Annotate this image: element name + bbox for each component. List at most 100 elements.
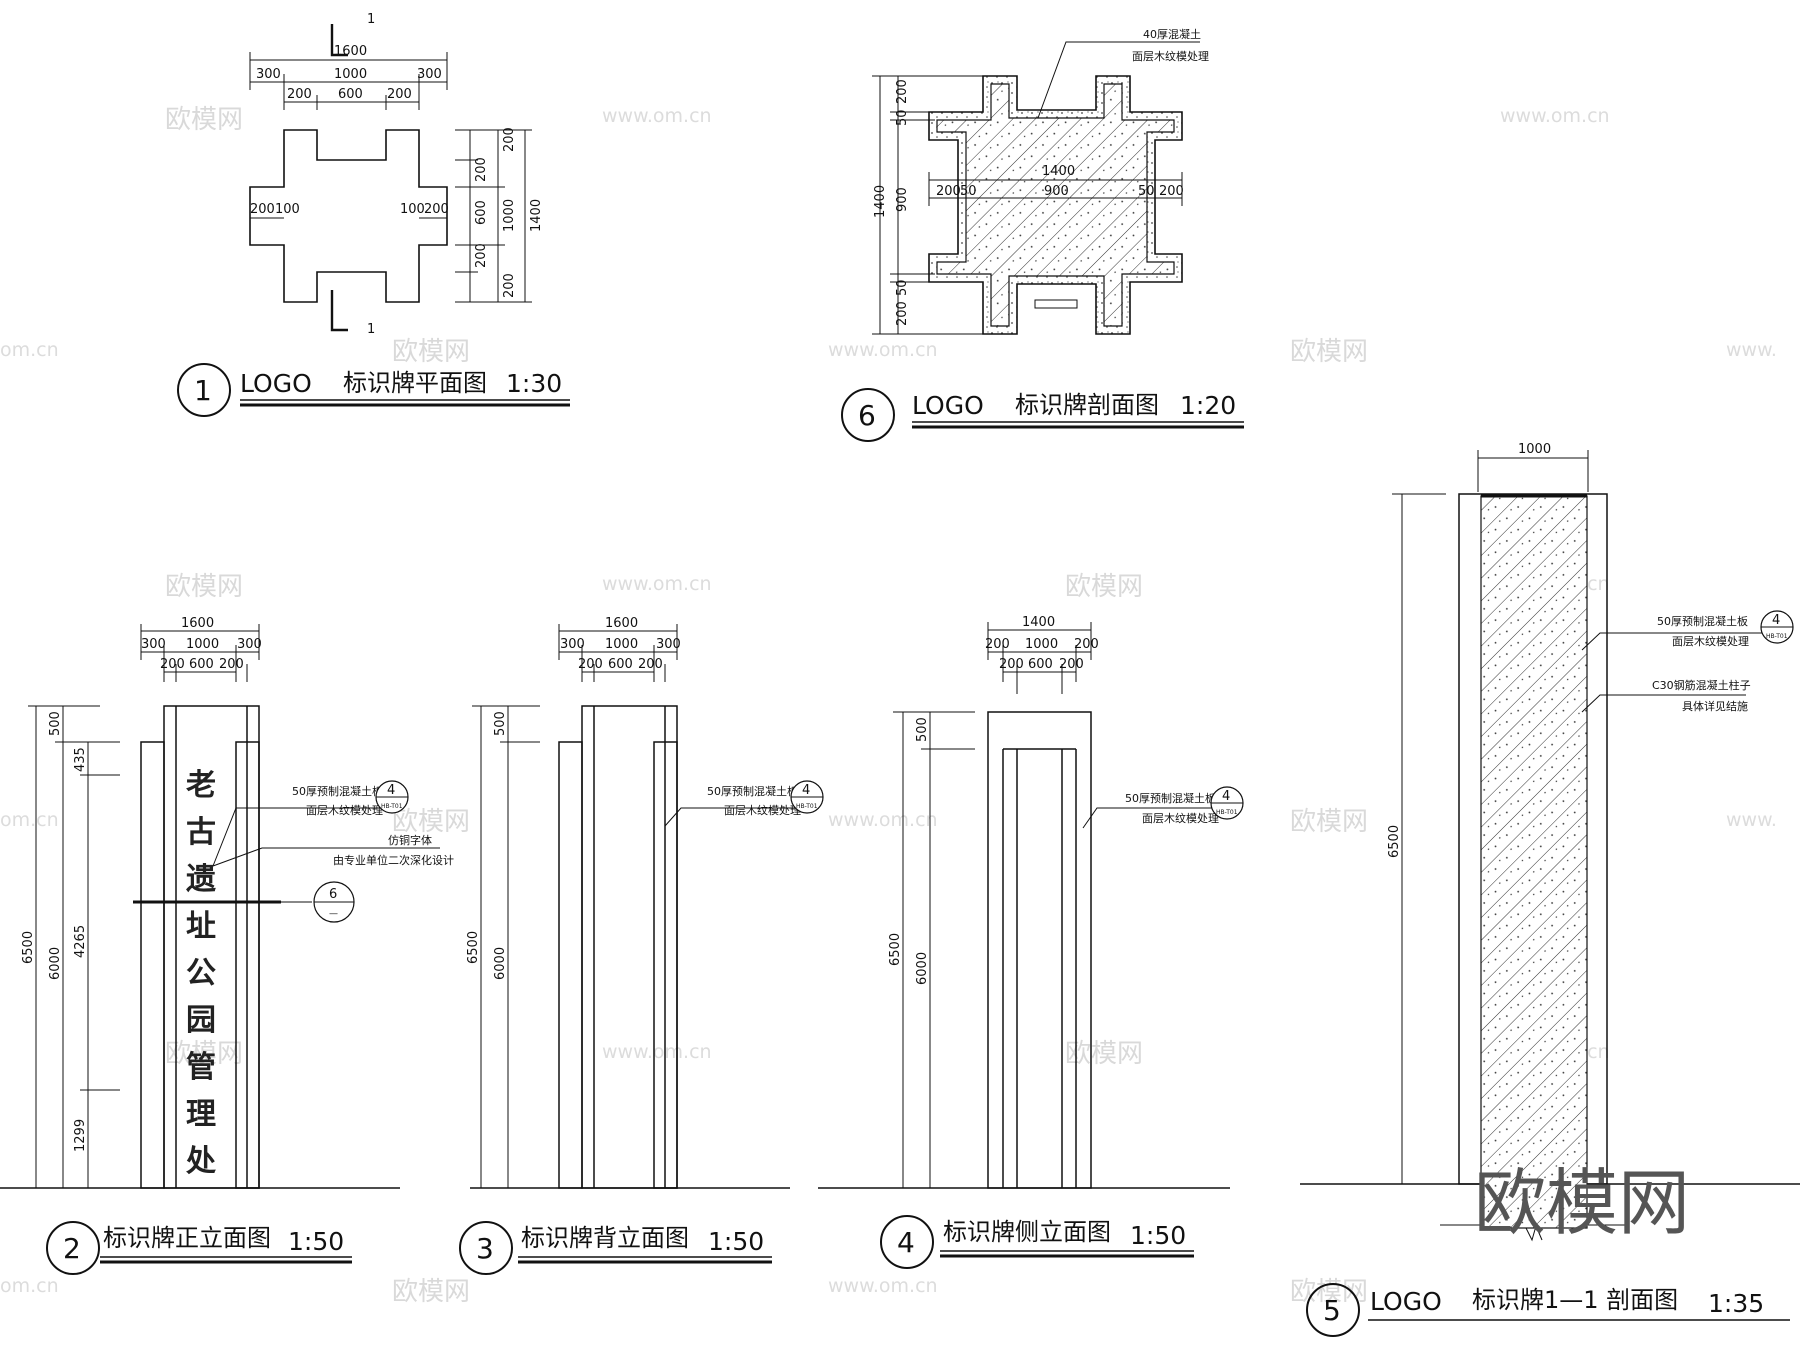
view-scale: 1:30 bbox=[506, 369, 562, 398]
view-3-back-elevation: 1600 300 1000 300 200 600 200 6500 500 6… bbox=[459, 616, 824, 1275]
dim-label: 200 bbox=[1074, 637, 1099, 652]
dim-label: 6500 bbox=[888, 933, 903, 966]
column-core-hatch bbox=[1480, 495, 1588, 1229]
dim-label: 500 bbox=[48, 711, 63, 736]
dim-label: 1400 bbox=[1022, 615, 1055, 630]
dim-label: 200 bbox=[578, 657, 603, 672]
watermark-url: om.cn bbox=[0, 339, 59, 361]
detail-tag-ref: HB-T01 bbox=[796, 803, 818, 810]
dim-label: 1600 bbox=[181, 616, 214, 631]
view-scale: 1:35 bbox=[1708, 1289, 1764, 1318]
view-title-latin: LOGO bbox=[912, 391, 984, 420]
dim-label: 200 bbox=[219, 657, 244, 672]
section-dimensions bbox=[872, 41, 1200, 335]
section-core-hatch bbox=[936, 83, 1175, 327]
dim-label: 200 bbox=[474, 157, 489, 182]
sign-character: 管 bbox=[186, 1050, 216, 1085]
dim-label: 600 bbox=[338, 87, 363, 102]
detail-tag-number: 4 bbox=[1772, 613, 1780, 628]
dim-label: 200 bbox=[387, 87, 412, 102]
dim-label: 200 bbox=[999, 657, 1024, 672]
view-4-side-elevation: 1400 200 1000 200 200 600 200 6500 500 6… bbox=[818, 615, 1244, 1269]
note-finish: 面层木纹模处理 bbox=[1132, 49, 1209, 63]
watermark-brand: 欧模网 bbox=[165, 1039, 243, 1069]
dim-label: 1000 bbox=[605, 637, 638, 652]
view-scale: 1:50 bbox=[1130, 1221, 1186, 1250]
dim-label: 200 bbox=[1159, 184, 1184, 199]
note-finish: 面层木纹模处理 bbox=[306, 803, 383, 817]
note-finish: 面层木纹模处理 bbox=[1142, 811, 1219, 825]
dim-label: 600 bbox=[1028, 657, 1053, 672]
watermark-url: www. bbox=[1726, 339, 1777, 361]
dim-label: 300 bbox=[656, 637, 681, 652]
dim-label: 1400 bbox=[529, 199, 544, 232]
view-number-circle bbox=[880, 1215, 934, 1269]
dim-label: 300 bbox=[256, 67, 281, 82]
view-scale: 1:50 bbox=[708, 1227, 764, 1256]
dim-label: 200 bbox=[502, 127, 517, 152]
dim-label: 6000 bbox=[915, 952, 930, 985]
dim-label: 4265 bbox=[73, 925, 88, 958]
view-number: 2 bbox=[63, 1232, 81, 1265]
view-1-plan bbox=[249, 24, 532, 332]
view-number-circle bbox=[459, 1221, 513, 1275]
note-font: 仿铜字体 bbox=[388, 833, 432, 847]
dim-label: 900 bbox=[1044, 184, 1069, 199]
sign-character: 址 bbox=[186, 909, 216, 944]
detail-tag-number: 4 bbox=[1222, 789, 1230, 804]
dim-label: 6500 bbox=[466, 931, 481, 964]
dim-label: 300 bbox=[560, 637, 585, 652]
dim-label: 1600 bbox=[605, 616, 638, 631]
pillar-wing-left bbox=[558, 741, 583, 1189]
dim-label: 500 bbox=[915, 717, 930, 742]
watermark-brand: 欧模网 bbox=[1290, 1277, 1368, 1307]
view-6-section: 40厚混凝土 面层木纹模处理 200 50 900 50 200 1400 14… bbox=[841, 27, 1244, 442]
detail-tag-number: 4 bbox=[802, 783, 810, 798]
view-number-circle bbox=[841, 388, 895, 442]
dim-label: 200 bbox=[1059, 657, 1084, 672]
watermark-url: www.om.cn bbox=[602, 1041, 712, 1063]
detail-tag-number: 4 bbox=[387, 783, 395, 798]
watermark-brand: 欧模网 bbox=[392, 1277, 470, 1307]
watermark-url: www.om.cn bbox=[602, 105, 712, 127]
dim-label: 300 bbox=[417, 67, 442, 82]
watermark-url: om.cn bbox=[0, 809, 59, 831]
view-title: 标识牌正立面图 bbox=[103, 1224, 271, 1252]
section-tag-ref: — bbox=[329, 909, 338, 919]
watermark-brand: 欧模网 bbox=[392, 807, 470, 837]
view-2-front-elevation: 老 古 遗 址 公 园 管 理 处 1600 300 1000 300 200 … bbox=[0, 616, 454, 1275]
pillar-wing-left bbox=[140, 741, 165, 1189]
sign-character: 公 bbox=[186, 956, 216, 991]
dim-label: 6000 bbox=[493, 947, 508, 980]
view-number: 1 bbox=[194, 374, 212, 407]
dim-label: 200 bbox=[474, 243, 489, 268]
dim-label: 900 bbox=[895, 187, 910, 212]
dim-label: 1400 bbox=[1042, 164, 1075, 179]
back-dimensions bbox=[472, 624, 805, 1188]
plan-outline bbox=[249, 129, 448, 303]
view-title-latin: LOGO bbox=[240, 369, 312, 398]
watermark-brand: 欧模网 bbox=[1065, 1039, 1143, 1069]
dim-label: 1000 bbox=[186, 637, 219, 652]
watermark-url: www. bbox=[1726, 809, 1777, 831]
note-panel: 50厚预制混凝土板 bbox=[292, 784, 383, 798]
dim-label: 6500 bbox=[21, 931, 36, 964]
view-number: 5 bbox=[1323, 1294, 1341, 1327]
watermark-brand: 欧模网 bbox=[1065, 572, 1143, 602]
dim-label: 200 bbox=[250, 202, 275, 217]
view-number: 6 bbox=[858, 399, 876, 432]
view-title: 标识牌平面图 bbox=[343, 369, 487, 397]
dim-label: 200 bbox=[638, 657, 663, 672]
detail-tag-ref: HB-T01 bbox=[1766, 633, 1788, 640]
watermark-url: www.om.cn bbox=[1500, 105, 1610, 127]
note-material: 40厚混凝土 bbox=[1143, 27, 1201, 41]
section-label-bottom: 1 bbox=[367, 322, 375, 337]
view-scale: 1:50 bbox=[288, 1227, 344, 1256]
watermark-brand: 欧模网 bbox=[1290, 807, 1368, 837]
note-design: 由专业单位二次深化设计 bbox=[333, 853, 454, 867]
view-title-latin: LOGO bbox=[1370, 1287, 1442, 1316]
view-scale: 1:20 bbox=[1180, 391, 1236, 420]
dim-label: 50 bbox=[895, 279, 910, 296]
watermark-url: www.om.cn bbox=[602, 573, 712, 595]
dim-label: 1000 bbox=[1025, 637, 1058, 652]
